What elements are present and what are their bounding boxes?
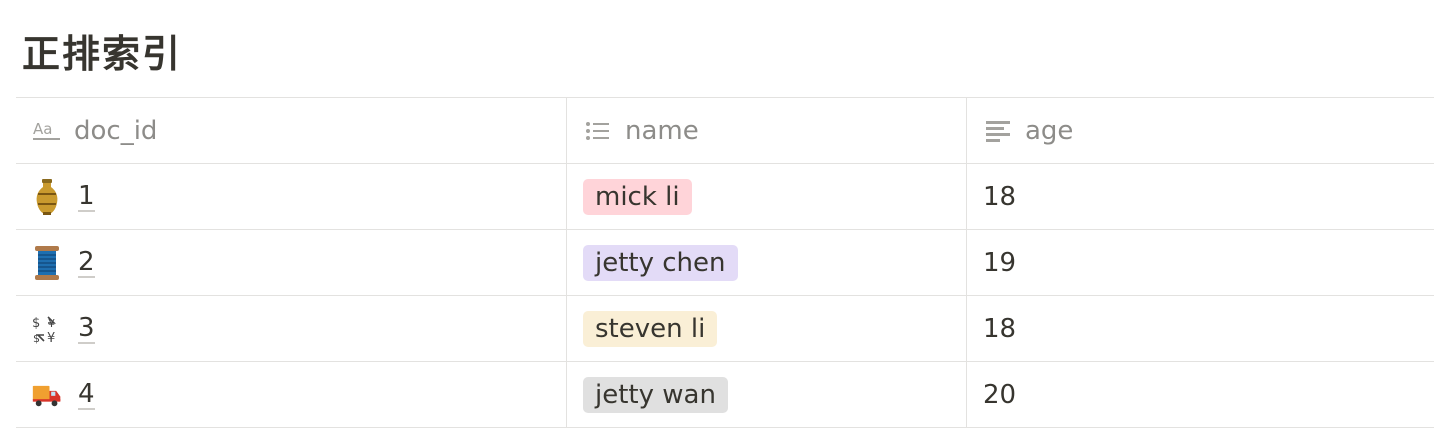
svg-text:Aa: Aa <box>33 120 52 138</box>
age-cell[interactable]: 19 <box>967 230 1434 295</box>
column-header-name[interactable]: name <box>567 98 967 163</box>
list-icon <box>583 116 613 146</box>
column-header-label: doc_id <box>74 115 158 146</box>
thread-spool-icon <box>32 243 62 283</box>
age-value: 18 <box>983 313 1017 344</box>
name-cell[interactable]: jetty chen <box>567 230 967 295</box>
doc-id-cell[interactable]: 4 <box>16 362 567 427</box>
name-tag[interactable]: jetty wan <box>583 376 728 413</box>
svg-text:$: $ <box>32 316 40 331</box>
page-title: 正排索引 <box>22 32 183 76</box>
column-header-doc-id[interactable]: Aa doc_id <box>16 98 567 163</box>
doc-id-value[interactable]: 3 <box>78 312 95 344</box>
table-row[interactable]: 1 mick li 18 <box>16 164 1434 230</box>
column-header-age[interactable]: age <box>967 98 1434 163</box>
title-aa-icon: Aa <box>32 116 62 146</box>
doc-id-cell[interactable]: 1 <box>16 164 567 229</box>
name-tag[interactable]: steven li <box>583 310 718 347</box>
delivery-truck-icon <box>32 375 62 415</box>
table-row[interactable]: $ ¥ ¥ $ 3 steven li 18 <box>16 296 1434 362</box>
name-tag[interactable]: jetty chen <box>583 244 738 281</box>
text-lines-icon <box>983 116 1013 146</box>
currency-exchange-icon: $ ¥ ¥ $ <box>32 309 62 349</box>
svg-text:¥: ¥ <box>48 317 55 330</box>
age-cell[interactable]: 18 <box>967 164 1434 229</box>
name-tag[interactable]: mick li <box>583 178 692 215</box>
age-cell[interactable]: 20 <box>967 362 1434 427</box>
table-row[interactable]: 4 jetty wan 20 <box>16 362 1434 428</box>
age-value: 18 <box>983 181 1017 212</box>
svg-text:$: $ <box>33 332 40 344</box>
doc-id-value[interactable]: 1 <box>78 180 95 212</box>
doc-id-value[interactable]: 4 <box>78 378 95 410</box>
doc-id-cell[interactable]: $ ¥ ¥ $ 3 <box>16 296 567 361</box>
table-header-row: Aa doc_id name <box>16 98 1434 164</box>
doc-id-value[interactable]: 2 <box>78 246 95 278</box>
amphora-icon <box>32 177 62 217</box>
age-cell[interactable]: 18 <box>967 296 1434 361</box>
column-header-label: name <box>625 115 699 146</box>
svg-text:¥: ¥ <box>47 331 55 344</box>
name-cell[interactable]: jetty wan <box>567 362 967 427</box>
database-table: Aa doc_id name <box>16 97 1434 428</box>
table-row[interactable]: 2 jetty chen 19 <box>16 230 1434 296</box>
age-value: 19 <box>983 247 1017 278</box>
age-value: 20 <box>983 379 1017 410</box>
doc-id-cell[interactable]: 2 <box>16 230 567 295</box>
name-cell[interactable]: mick li <box>567 164 967 229</box>
name-cell[interactable]: steven li <box>567 296 967 361</box>
column-header-label: age <box>1025 115 1074 146</box>
